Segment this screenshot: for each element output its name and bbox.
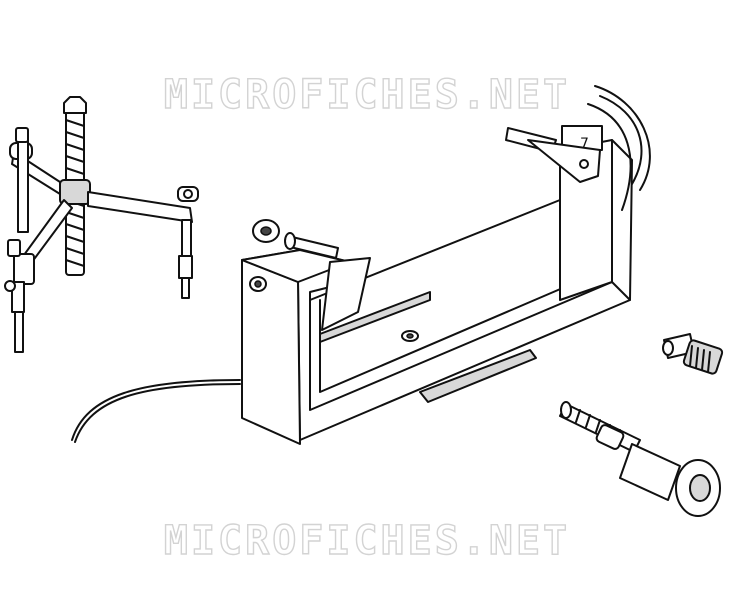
puller-tool[interactable] [4, 96, 199, 353]
watermark-top: MICROFICHES.NET [163, 71, 571, 118]
slot-marking: 7 [580, 136, 589, 152]
watermark-bottom: MICROFICHES.NET [163, 517, 571, 564]
cable [71, 379, 241, 441]
nut[interactable] [252, 219, 280, 243]
adapter-fitting[interactable] [662, 333, 724, 375]
piston-tool[interactable] [559, 401, 721, 517]
holding-fixture[interactable]: 7 [241, 85, 651, 445]
